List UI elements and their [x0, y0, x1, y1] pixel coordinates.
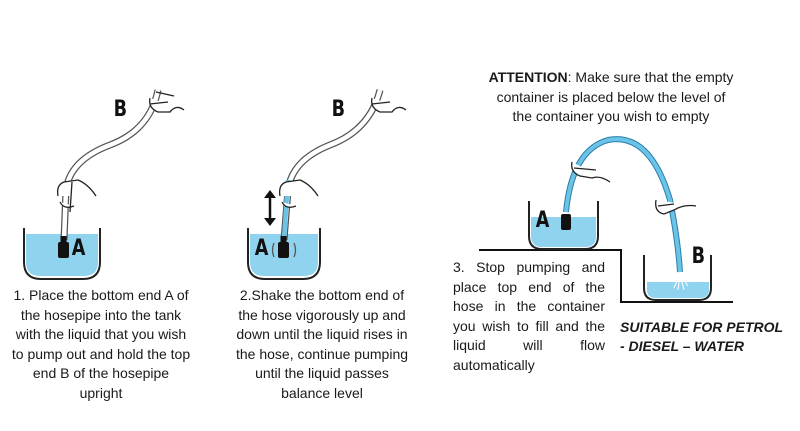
label-b: B: [113, 97, 128, 122]
hand-icon: [655, 199, 697, 215]
suitable-note: SUITABLE FOR PETROL - DIESEL – WATER: [620, 318, 783, 356]
label-b: B: [331, 97, 346, 122]
step1-caption: 1. Place the bottom end A of the hosepip…: [11, 287, 191, 401]
hand-icon: [371, 97, 407, 113]
hand-icon: [56, 179, 97, 213]
tank-a-outline: [528, 201, 599, 250]
attention-text: : Make sure that the empty container is …: [496, 69, 734, 124]
hose-bottle-end: [278, 242, 289, 258]
suitable-line1: SUITABLE FOR PETROL: [620, 319, 784, 335]
attention-note: ATTENTION: Make sure that the empty cont…: [486, 68, 736, 127]
water-spray: [673, 273, 689, 291]
tank-outline: [247, 228, 321, 280]
attention-title: ATTENTION: [488, 69, 568, 85]
tank-outline: [23, 228, 101, 280]
step3-caption: 3. Stop pumping and place top end of the…: [453, 259, 605, 373]
hose-bottle-end: [561, 214, 571, 230]
up-down-arrow-icon: [264, 190, 276, 226]
hand-icon: [149, 91, 185, 113]
step1-illustration: [23, 89, 185, 280]
step3-illustration: [479, 136, 733, 303]
label-a: A: [254, 236, 269, 261]
tank-a-water: [531, 217, 596, 247]
hose-bottle-end: [58, 242, 69, 258]
step2-caption: 2.Shake the bottom end of the hose vigor…: [236, 287, 409, 401]
label-a: A: [535, 208, 550, 233]
hand-icon: [278, 179, 319, 208]
step2-illustration: [247, 89, 407, 280]
hand-icon: [571, 161, 611, 183]
tank-b-outline: [643, 255, 712, 301]
label-b: B: [691, 244, 706, 269]
suitable-line2: - DIESEL – WATER: [620, 338, 744, 354]
label-a: A: [71, 236, 86, 261]
